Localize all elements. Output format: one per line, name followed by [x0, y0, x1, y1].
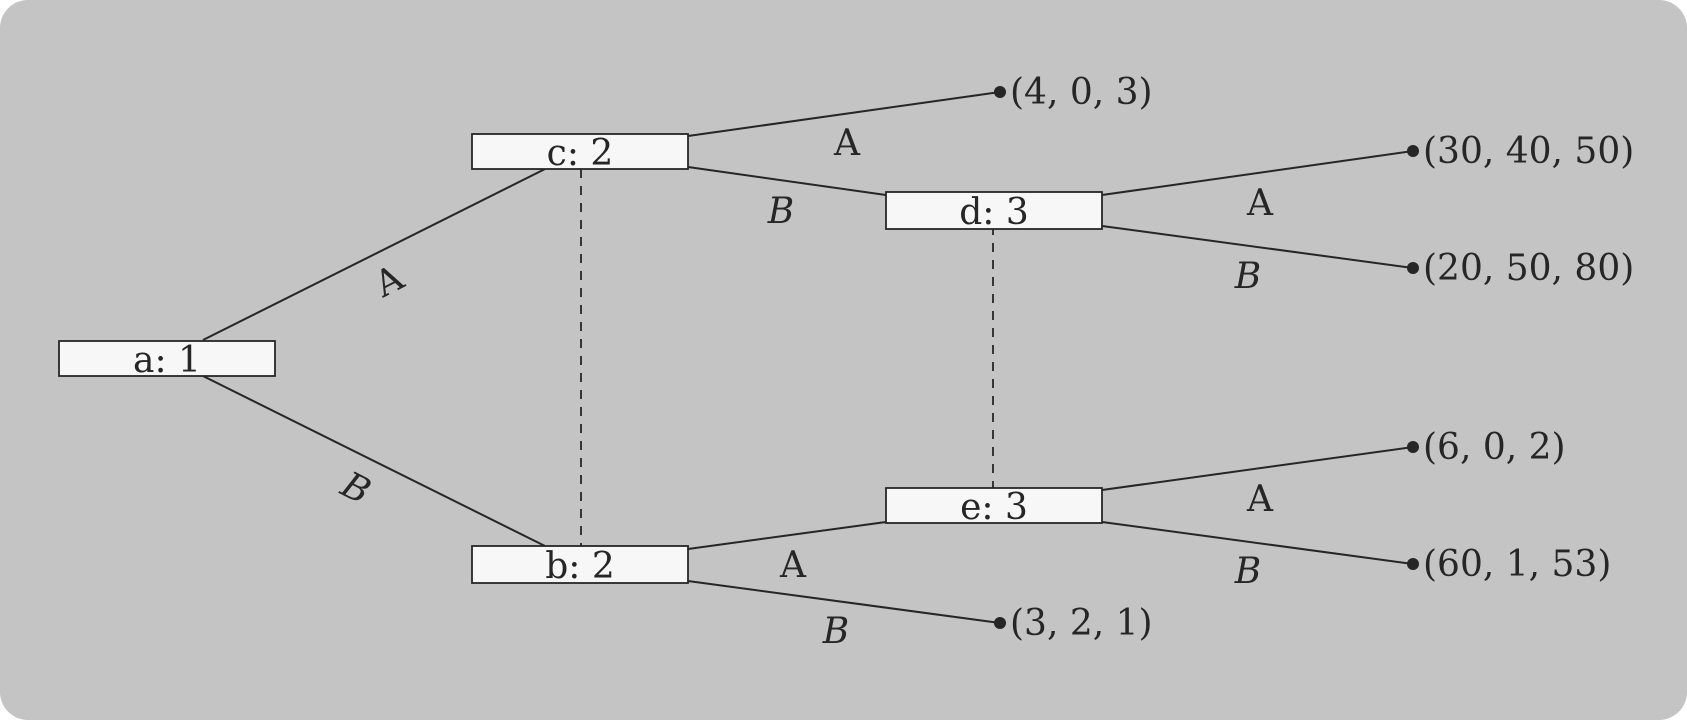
node-e-label: e: 3 [960, 487, 1028, 528]
payoff-e-a: (6, 0, 2) [1423, 427, 1566, 468]
edge-label-b-e: A [779, 545, 807, 586]
leaf-dot-d-a [1407, 145, 1419, 157]
edge-label-e-leaf-top: A [1246, 479, 1274, 520]
node-b: b: 2 [471, 545, 689, 587]
edge-a-c [202, 168, 546, 341]
edge-label-a-b: B [334, 464, 377, 513]
node-a-box [58, 340, 276, 377]
payoff-e-b: (60, 1, 53) [1423, 544, 1611, 585]
edge-label-b-leaf: B [822, 611, 849, 652]
node-d-box [885, 191, 1103, 230]
edge-label-c-d: B [767, 191, 794, 232]
edge-label-c-leaf: A [833, 123, 861, 164]
leaf-dot-b-b [994, 617, 1006, 629]
node-a-label: a: 1 [133, 340, 201, 381]
node-b-label: b: 2 [545, 546, 615, 587]
node-d: d: 3 [885, 191, 1103, 233]
edge-e-leaf-top [1101, 446, 1414, 491]
edge-b-leaf [687, 580, 1001, 624]
edge-b-e [687, 521, 887, 550]
node-c-box [471, 133, 689, 170]
node-d-label: d: 3 [959, 192, 1029, 233]
payoff-d-a: (30, 40, 50) [1423, 131, 1634, 172]
node-c-label: c: 2 [547, 133, 614, 174]
edge-label-d-leaf-top: A [1246, 183, 1274, 224]
edge-e-leaf-bottom [1101, 521, 1414, 565]
node-e: e: 3 [885, 487, 1103, 528]
leaf-dot-d-b [1407, 262, 1419, 274]
leaf-dot-c-a [994, 86, 1006, 98]
node-b-box [471, 545, 689, 584]
payoff-c-a: (4, 0, 3) [1010, 72, 1153, 113]
leaf-dot-e-b [1407, 558, 1419, 570]
edge-label-e-leaf-bottom: B [1234, 551, 1261, 592]
node-e-box [885, 487, 1103, 524]
leaf-dot-e-a [1407, 441, 1419, 453]
node-a: a: 1 [58, 340, 276, 381]
edge-d-leaf-top [1101, 150, 1414, 196]
edge-c-leaf [687, 91, 1001, 137]
node-c: c: 2 [471, 133, 689, 174]
edge-c-d [687, 166, 887, 196]
payoff-b-b: (3, 2, 1) [1010, 603, 1153, 644]
payoff-d-b: (20, 50, 80) [1423, 248, 1634, 289]
edge-d-leaf-bottom [1101, 225, 1414, 269]
edge-label-d-leaf-bottom: B [1234, 256, 1261, 297]
edge-a-b [202, 375, 546, 547]
edge-label-a-c: A [368, 257, 412, 306]
